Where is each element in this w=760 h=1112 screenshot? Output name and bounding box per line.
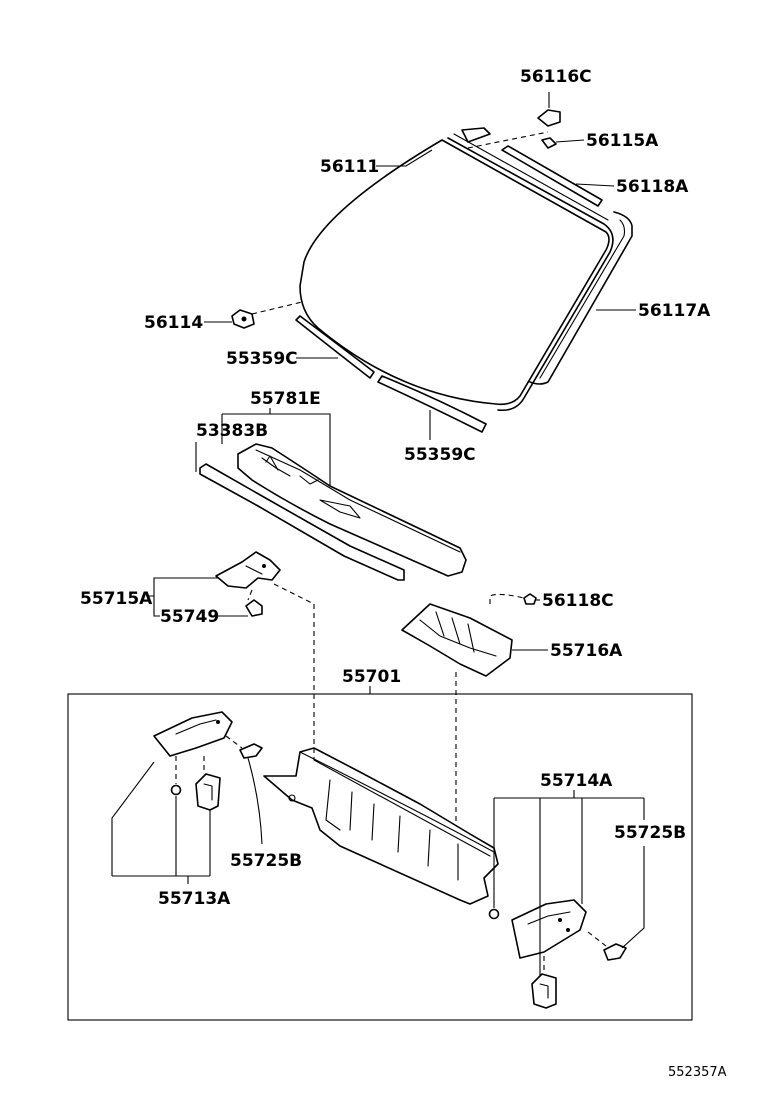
leader-lines (111, 92, 645, 976)
glass-clip[interactable] (541, 137, 557, 149)
label-55725B-right: 55725B (614, 823, 686, 843)
label-55716A: 55716A (550, 641, 623, 661)
cowl-side-panel[interactable] (401, 603, 513, 677)
label-55749: 55749 (160, 607, 219, 627)
label-56117A: 56117A (638, 301, 711, 321)
cowl-panel-assembly-box[interactable] (67, 693, 693, 1021)
windshield-outer-moulding[interactable] (447, 127, 633, 412)
label-55713A: 55713A (158, 889, 231, 909)
cowl-seal[interactable] (199, 463, 405, 581)
label-55781E: 55781E (250, 389, 321, 409)
label-56118A: 56118A (616, 177, 689, 197)
label-55715A: 55715A (80, 589, 153, 609)
right-cowl-bracket[interactable] (511, 899, 587, 959)
panel-clip[interactable] (523, 593, 537, 605)
left-bracket-nut[interactable] (170, 784, 182, 796)
cowl-top-panel[interactable] (263, 747, 499, 905)
glass-spacer[interactable] (231, 309, 255, 329)
label-56114: 56114 (144, 313, 203, 333)
label-55359C-right: 55359C (404, 445, 476, 465)
glass-stopper[interactable] (537, 109, 561, 127)
label-55725B-left: 55725B (230, 851, 302, 871)
label-53383B: 53383B (196, 421, 268, 441)
label-56116C: 56116C (520, 67, 592, 87)
label-55714A: 55714A (540, 771, 613, 791)
bracket-clip[interactable] (245, 599, 263, 617)
cowl-side-bracket[interactable] (215, 551, 281, 589)
right-bracket-washer[interactable] (603, 943, 627, 961)
label-55701: 55701 (342, 667, 401, 687)
label-56111: 56111 (320, 157, 379, 177)
lower-glass-strip-right[interactable] (377, 375, 487, 433)
diagram-code: 552357A (668, 1065, 727, 1080)
left-cowl-bracket[interactable] (153, 711, 233, 757)
right-bracket-plate[interactable] (531, 973, 557, 1009)
left-bracket-plate[interactable] (195, 773, 221, 811)
label-55359C-left: 55359C (226, 349, 298, 369)
lower-glass-strip-left[interactable] (295, 315, 375, 379)
label-56115A: 56115A (586, 131, 659, 151)
right-bracket-nut[interactable] (488, 908, 500, 920)
windshield-glass[interactable] (299, 139, 610, 406)
label-56118C: 56118C (542, 591, 614, 611)
cowl-louver[interactable] (237, 443, 467, 577)
upper-weatherstrip[interactable] (501, 145, 603, 207)
left-bracket-washer[interactable] (239, 743, 263, 759)
